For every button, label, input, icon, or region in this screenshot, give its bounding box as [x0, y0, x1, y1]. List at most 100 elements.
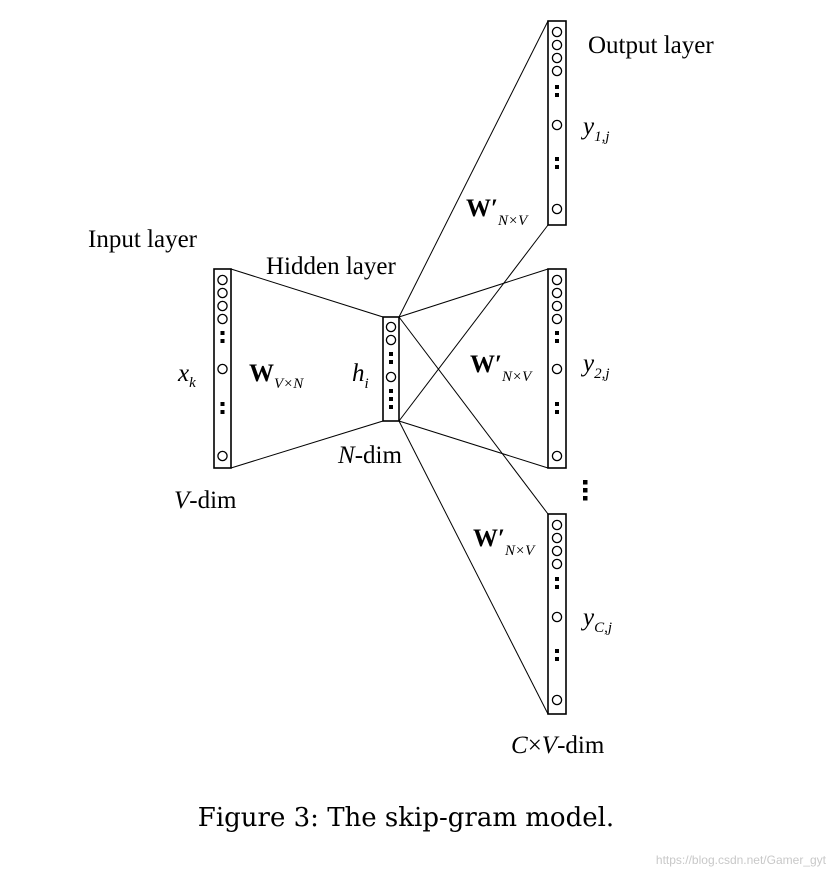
- hidden-dimension-suffix: -dim: [355, 442, 403, 469]
- hidden-layer-column: [382, 316, 400, 422]
- hidden-node: [385, 371, 397, 383]
- connections: [230, 20, 549, 715]
- ellipsis-dot: [220, 402, 225, 406]
- hidden-vector-symbol: h: [352, 360, 365, 387]
- input-dimension-label: V-dim: [174, 487, 237, 514]
- ellipsis-dot: [389, 397, 393, 401]
- ellipsis-dot: [389, 360, 393, 364]
- output-node: [551, 300, 563, 312]
- hidden-dimension-label: N-dim: [337, 442, 402, 469]
- output-weight-symbol: W′: [466, 195, 498, 222]
- output-node: [551, 611, 563, 623]
- figure-caption: Figure 3: The skip-gram model.: [198, 803, 614, 833]
- edge-hidden-out1-top: [398, 20, 549, 318]
- output-c-symbol: y: [580, 604, 595, 631]
- input-node: [217, 363, 228, 375]
- input-vector-label: xk: [177, 360, 196, 391]
- hidden-vector-label: hi: [352, 360, 369, 392]
- output-node: [551, 694, 563, 706]
- output-node: [551, 558, 563, 570]
- output-node: [551, 52, 563, 64]
- output-node: [551, 545, 563, 557]
- ellipsis-dot: [555, 157, 559, 161]
- output-1-vector-label: y1,j: [580, 113, 610, 145]
- output-node: [551, 313, 563, 325]
- ellipsis-dot: [555, 339, 559, 343]
- ellipsis-dot: [555, 657, 559, 661]
- output-weight-symbol: W′: [470, 351, 502, 378]
- output-node: [551, 532, 563, 544]
- output-dimension-c: C: [511, 732, 528, 759]
- input-node: [217, 274, 228, 286]
- input-vector-subscript: k: [189, 375, 196, 391]
- edge-hidden-out2-top: [398, 268, 549, 318]
- output-c-subscript: C,j: [594, 620, 612, 636]
- input-weight-symbol: W: [249, 360, 274, 387]
- edge-hidden-out2-bottom: [398, 420, 549, 469]
- edge-input-bottom-hidden: [230, 420, 384, 469]
- hidden-node: [385, 334, 397, 346]
- input-node: [217, 300, 228, 312]
- output-layer-c-column: [547, 513, 567, 715]
- output-node: [551, 519, 563, 531]
- output-node: [551, 363, 563, 375]
- ellipsis-dot: [583, 480, 588, 485]
- edge-input-top-hidden: [230, 268, 384, 318]
- ellipsis-dot: [220, 410, 225, 414]
- output-node: [551, 287, 563, 299]
- output-weight-label-1: W′N×V: [466, 195, 529, 229]
- output-dimension-v: V: [542, 732, 560, 759]
- ellipsis-dot: [583, 488, 588, 493]
- ellipsis-dot: [389, 389, 393, 393]
- input-weight-subscript: V×N: [274, 376, 304, 392]
- output-layer-1-column: [547, 20, 567, 226]
- ellipsis-dot: [389, 352, 393, 356]
- output-node: [551, 39, 563, 51]
- output-node: [551, 203, 563, 215]
- output-node: [551, 274, 563, 286]
- input-layer-column: [213, 268, 232, 469]
- output-2-symbol: y: [580, 350, 595, 377]
- output-node: [551, 26, 563, 38]
- ellipsis-dot: [555, 585, 559, 589]
- input-node: [217, 313, 228, 325]
- input-vector-symbol: x: [177, 360, 189, 387]
- output-weight-subscript: N×V: [501, 369, 533, 385]
- input-node: [217, 450, 228, 462]
- input-dimension-suffix: -dim: [189, 487, 237, 514]
- input-layer-label: Input layer: [88, 226, 198, 253]
- input-dimension-var: V: [174, 487, 192, 514]
- ellipsis-dot: [220, 339, 225, 343]
- ellipsis-dot: [555, 402, 559, 406]
- output-layers-ellipsis: [583, 480, 588, 501]
- hidden-vector-subscript: i: [365, 376, 369, 392]
- output-1-symbol: y: [580, 113, 595, 140]
- watermark-text: https://blog.csdn.net/Gamer_gyt: [656, 853, 827, 867]
- input-weight-label: WV×N: [249, 360, 304, 392]
- edge-hidden-outc-top: [398, 316, 549, 515]
- ellipsis-dot: [583, 496, 588, 501]
- hidden-node: [385, 321, 397, 333]
- output-dimension-times: ×: [528, 732, 542, 759]
- output-2-vector-label: y2,j: [580, 350, 610, 382]
- output-2-subscript: 2,j: [594, 366, 609, 382]
- ellipsis-dot: [389, 405, 393, 409]
- output-dimension-label: C×V-dim: [511, 732, 605, 759]
- output-layer-2-column: [547, 268, 567, 469]
- hidden-dimension-var: N: [337, 442, 356, 469]
- edge-hidden-outc-bottom: [398, 420, 549, 715]
- output-weight-subscript: N×V: [504, 543, 536, 559]
- output-node: [551, 65, 563, 77]
- output-1-subscript: 1,j: [594, 129, 609, 145]
- output-layer-label: Output layer: [588, 32, 714, 59]
- output-weight-subscript: N×V: [497, 213, 529, 229]
- output-weight-label-3: W′N×V: [473, 525, 536, 559]
- output-weight-symbol: W′: [473, 525, 505, 552]
- ellipsis-dot: [220, 331, 225, 335]
- ellipsis-dot: [555, 165, 559, 169]
- ellipsis-dot: [555, 93, 559, 97]
- ellipsis-dot: [555, 577, 559, 581]
- hidden-layer-label: Hidden layer: [266, 253, 396, 280]
- edge-hidden-out1-bottom: [398, 224, 549, 422]
